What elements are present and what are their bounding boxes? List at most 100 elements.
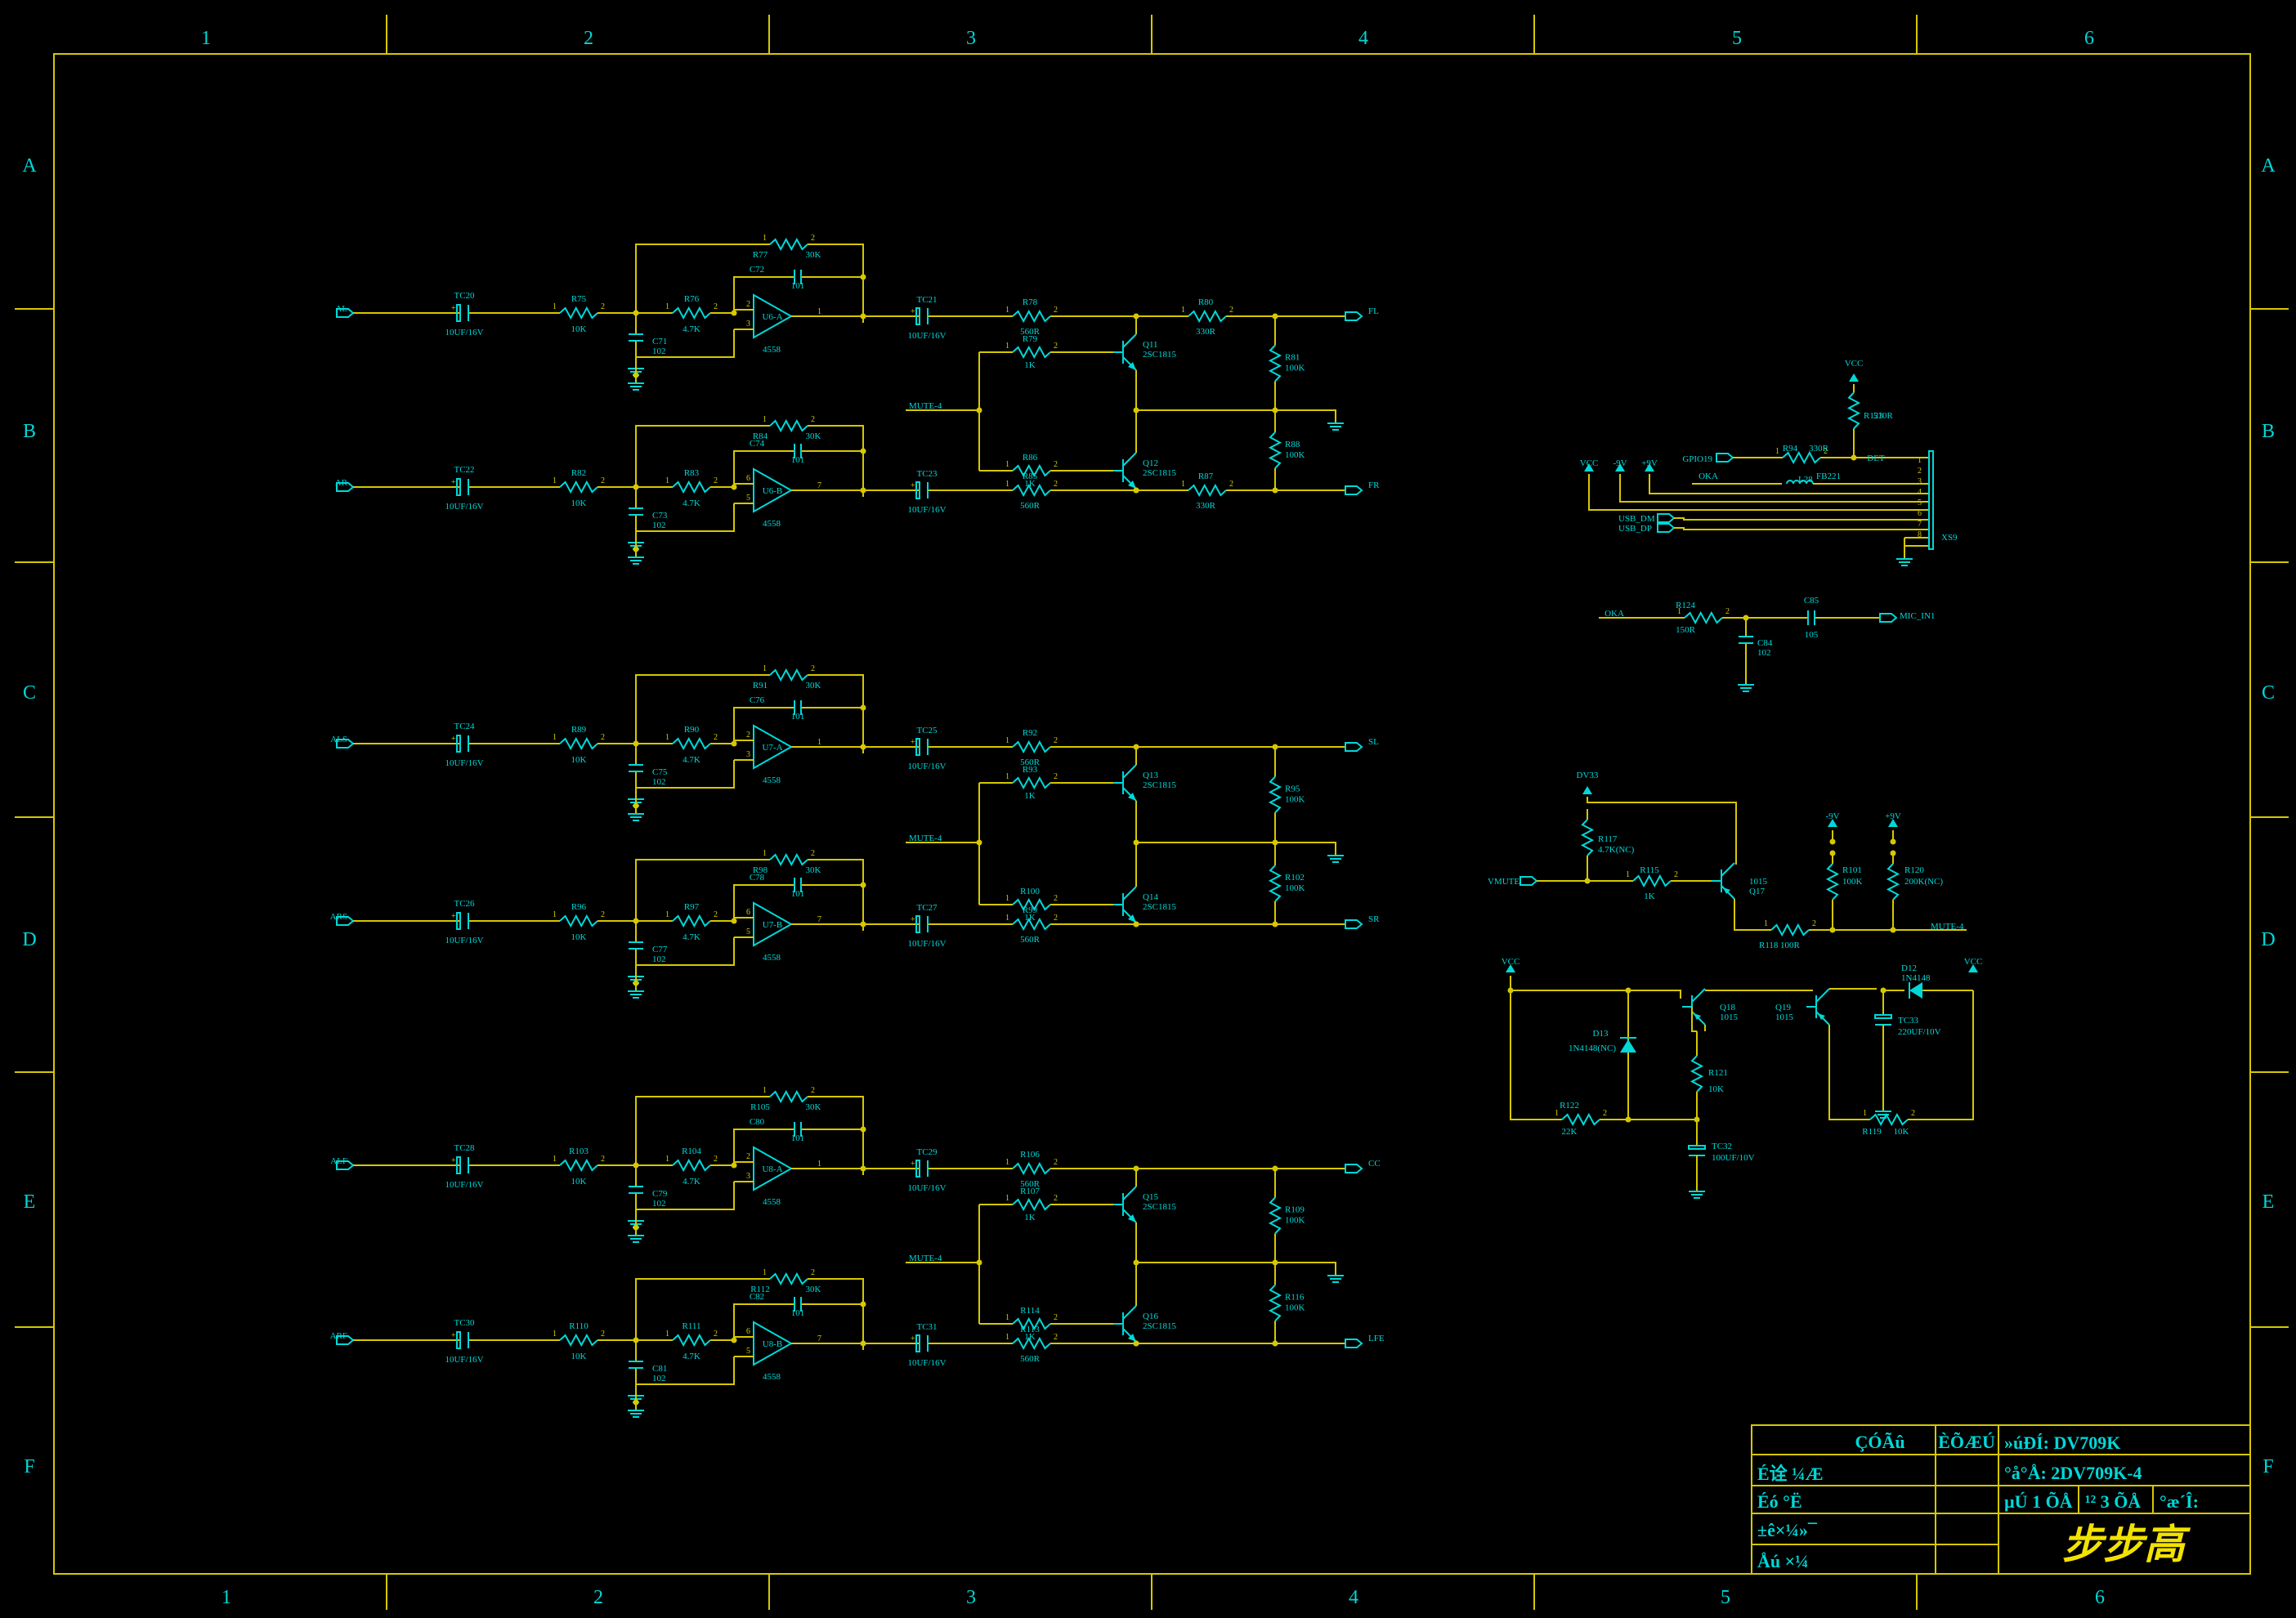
cap-ref: C80 bbox=[750, 1117, 765, 1127]
res-value: 100K bbox=[1285, 450, 1305, 460]
res-value: 4.7K bbox=[683, 498, 700, 508]
res-value: 330R bbox=[1196, 327, 1216, 337]
wire bbox=[1275, 409, 1336, 417]
junction-dot bbox=[1272, 1165, 1278, 1172]
pin-number: 2 bbox=[1054, 480, 1058, 489]
res-value: 100R bbox=[1780, 941, 1801, 950]
cap-ref: TC24 bbox=[454, 722, 475, 731]
res-ref: R119 bbox=[1862, 1127, 1882, 1137]
column-number-bottom: 4 bbox=[1349, 1587, 1358, 1608]
wire bbox=[769, 668, 808, 682]
row-letter-right: D bbox=[2261, 929, 2275, 950]
opamp-symbol bbox=[753, 467, 794, 513]
pin-number: 3 bbox=[746, 320, 750, 329]
pin-number: 6 bbox=[746, 474, 750, 483]
res-value: 1K bbox=[1024, 1213, 1036, 1222]
wire bbox=[1012, 483, 1051, 498]
wire bbox=[636, 1182, 735, 1210]
pin-number: 1 bbox=[1005, 306, 1009, 315]
wire bbox=[817, 1278, 864, 1350]
wire bbox=[1268, 865, 1282, 902]
pin-number: 2 bbox=[811, 415, 815, 424]
input-port-label: ARS bbox=[330, 912, 347, 922]
junction-dot bbox=[1133, 921, 1139, 927]
column-number-top: 4 bbox=[1358, 28, 1368, 49]
res-ref: R115 bbox=[1640, 865, 1659, 875]
wire bbox=[1782, 450, 1821, 465]
cap-value: 101 bbox=[791, 1133, 805, 1143]
wire bbox=[1619, 474, 1929, 503]
wire bbox=[769, 1272, 808, 1286]
wire bbox=[636, 503, 735, 532]
cap-value: 10UF/16V bbox=[907, 1358, 946, 1368]
wire bbox=[1770, 923, 1810, 937]
input-port-label: AR bbox=[335, 478, 348, 488]
wire bbox=[672, 306, 711, 320]
res-ref: R78 bbox=[1023, 297, 1038, 307]
pin-number: 2 bbox=[811, 234, 815, 243]
row-letter-right: B bbox=[2262, 421, 2275, 442]
power-label: +9V bbox=[1885, 811, 1901, 821]
wire bbox=[769, 237, 808, 252]
opamp-symbol bbox=[753, 724, 794, 770]
cap-ref: C78 bbox=[750, 873, 765, 883]
res-ref: R110 bbox=[569, 1321, 589, 1331]
wire bbox=[1684, 610, 1723, 625]
pin-number: 1 bbox=[1626, 870, 1630, 879]
junction-dot bbox=[1133, 1340, 1139, 1347]
polarity-mark: + bbox=[451, 912, 456, 921]
cap-ref: C76 bbox=[750, 695, 765, 705]
pin-number: 2 bbox=[601, 733, 605, 742]
wire bbox=[1012, 309, 1051, 324]
cap-value: 101 bbox=[791, 889, 805, 899]
electrolytic-capacitor-plate bbox=[1688, 1145, 1706, 1150]
row-letter-left: F bbox=[24, 1456, 34, 1477]
wire bbox=[1815, 988, 1830, 1003]
pin-number: 2 bbox=[601, 476, 605, 485]
electrolytic-capacitor-plate bbox=[915, 1160, 920, 1178]
electrolytic-capacitor-plate bbox=[915, 738, 920, 756]
pin-number: 1 bbox=[817, 1160, 821, 1169]
cap-value: 102 bbox=[652, 1374, 666, 1383]
res-ref: R79 bbox=[1023, 334, 1038, 344]
pin-number: 2 bbox=[1812, 919, 1816, 928]
wire bbox=[1268, 344, 1282, 382]
res-ref: R103 bbox=[569, 1146, 589, 1156]
res-value: 4.7K bbox=[683, 755, 700, 765]
wire bbox=[1012, 1161, 1051, 1176]
cap-value: 101 bbox=[791, 455, 805, 465]
wire bbox=[1828, 1025, 1860, 1120]
pin-number: 5 bbox=[746, 1347, 750, 1356]
port-symbol bbox=[336, 482, 355, 492]
pin-number: 7 bbox=[817, 1334, 821, 1343]
connector-pin: 6 bbox=[1918, 509, 1922, 518]
emitter-arrow bbox=[1128, 362, 1136, 370]
polarity-mark: + bbox=[451, 478, 456, 487]
pin-number: 2 bbox=[714, 302, 718, 311]
wire bbox=[635, 244, 760, 313]
wire bbox=[559, 306, 598, 320]
net-label: MIC_IN1 bbox=[1900, 611, 1935, 621]
connector-pin: 1 bbox=[1918, 456, 1922, 465]
res-value: 10K bbox=[571, 1177, 587, 1187]
cap-value: 10UF/16V bbox=[907, 1183, 946, 1193]
connector-pin: 8 bbox=[1918, 530, 1922, 539]
wire bbox=[1691, 1007, 1697, 1032]
wire bbox=[1886, 863, 1900, 901]
power-label: VCC bbox=[1580, 458, 1599, 468]
input-port-label: ALS bbox=[330, 735, 347, 744]
wire bbox=[559, 736, 598, 751]
res-ref: R75 bbox=[571, 294, 587, 304]
power-arrow bbox=[1615, 463, 1625, 472]
power-label: +9V bbox=[1641, 458, 1658, 468]
power-label: VCC bbox=[1845, 359, 1864, 369]
cap-ref: TC21 bbox=[916, 295, 937, 305]
opamp-symbol bbox=[753, 1321, 794, 1366]
pin-number: 7 bbox=[817, 481, 821, 490]
transistor-value: 1015 bbox=[1749, 877, 1768, 887]
res-value: 1K bbox=[1024, 1332, 1036, 1342]
sheet-total: ¹² 3 ÕÅ bbox=[2085, 1491, 2141, 1512]
port-symbol bbox=[336, 308, 355, 318]
wire bbox=[1918, 990, 1974, 1120]
